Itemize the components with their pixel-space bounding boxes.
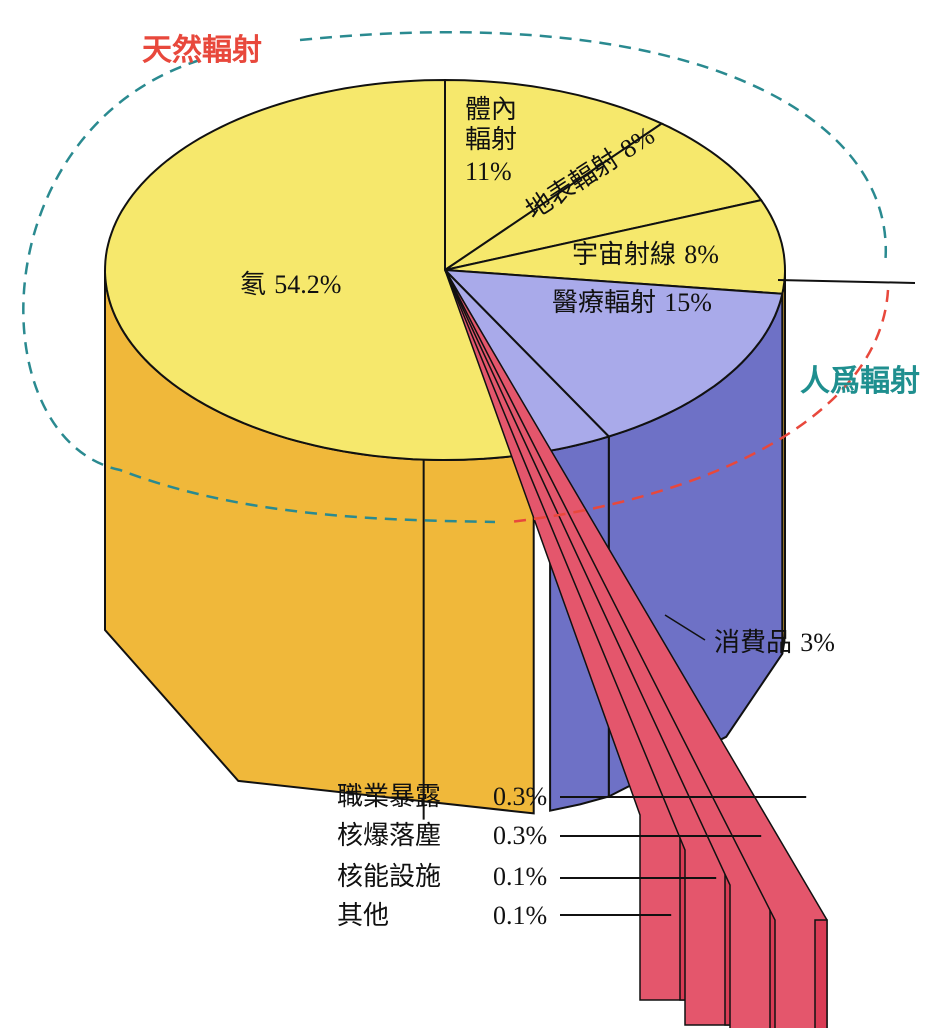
slice-value-other: 0.1%: [493, 901, 548, 930]
slice-label-internal: 體內輻射: [465, 95, 518, 155]
natural-radiation-bracket: [22, 31, 888, 524]
slice-value-fallout: 0.3%: [493, 821, 548, 850]
slice-氡-top: [103, 78, 536, 462]
slice-label-cosmic: 宇宙射線 8%: [572, 240, 719, 270]
slice-地表輻射-top: [444, 122, 763, 271]
slice-其他-beam-face: [814, 919, 828, 1028]
slice-label-consumer: 消費品 3%: [714, 628, 835, 658]
group-label-natural: 天然輻射: [142, 33, 262, 68]
slice-label-nuclear-facility: 核能設施: [337, 862, 442, 892]
slice-value-internal: 11%: [465, 157, 512, 186]
slice-label-other: 其他: [337, 901, 390, 931]
slice-value-occupational: 0.3%: [493, 782, 548, 811]
slice-體內輻射-top: [444, 78, 664, 272]
slice-消費品-top: [444, 269, 611, 452]
group-label-artificial: 人爲輻射: [800, 364, 920, 399]
slice-宇宙射線-top: [444, 198, 787, 295]
artificial-radiation-bracket: [509, 289, 890, 524]
slice-label-occupational: 職業暴露: [337, 782, 442, 812]
slice-label-radon: 氡 54.2%: [240, 270, 342, 300]
slice-label-fallout: 核爆落塵: [337, 821, 442, 851]
slice-醫療輻射-top: [442, 268, 784, 438]
slice-value-nuclear-facility: 0.1%: [493, 862, 548, 891]
slice-其他-beam: [444, 269, 828, 1028]
slice-label-medical: 醫療輻射 15%: [552, 288, 712, 318]
